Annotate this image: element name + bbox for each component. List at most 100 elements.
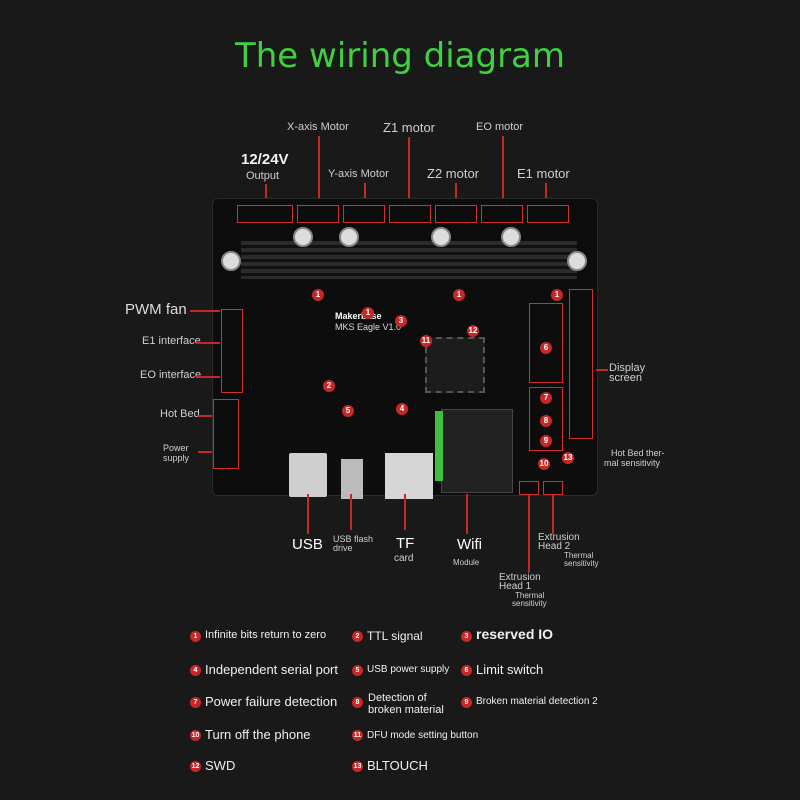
hot-bed-lead bbox=[198, 415, 212, 417]
legend-text-3: reserved IO bbox=[476, 626, 554, 642]
z2-motor-connector bbox=[435, 205, 477, 223]
ext2-thermal-connector bbox=[543, 481, 563, 495]
e0-motor-label: EO motor bbox=[476, 121, 524, 133]
legend-num-5: 5 bbox=[352, 665, 363, 676]
e0-motor-connector bbox=[481, 205, 523, 223]
y-motor-label: Y-axis Motor bbox=[328, 168, 389, 180]
e1-motor-label: E1 motor bbox=[517, 166, 570, 181]
marker-13: 13 bbox=[562, 452, 574, 464]
marker-4: 4 bbox=[396, 403, 408, 415]
marker-6: 6 bbox=[540, 342, 552, 354]
e1-motor-lead bbox=[545, 183, 547, 206]
pwm-fan-label: PWM fan bbox=[125, 301, 187, 318]
wifi-module bbox=[441, 409, 513, 493]
marker-1: 1 bbox=[551, 289, 563, 301]
z2-motor-label: Z2 motor bbox=[427, 166, 480, 181]
legend-num-13: 13 bbox=[352, 761, 363, 772]
ext2-label-3: Thermal bbox=[564, 551, 594, 560]
wifi-label: Wifi bbox=[457, 536, 482, 553]
wifi-module-label: Module bbox=[453, 558, 480, 567]
pwm-fan-lead bbox=[190, 310, 220, 312]
ext1-label-3: Thermal bbox=[515, 591, 545, 600]
display-connector bbox=[569, 289, 593, 439]
hotbed-thermal-label-2: mal sensitivity bbox=[604, 458, 661, 468]
usb-lead bbox=[307, 494, 309, 534]
legend-text-10: Turn off the phone bbox=[205, 727, 311, 742]
marker-2: 2 bbox=[323, 380, 335, 392]
wifi-lead bbox=[466, 494, 468, 534]
output-lead bbox=[265, 184, 267, 206]
capacitor bbox=[293, 227, 313, 247]
tf-lead bbox=[404, 494, 406, 530]
e0-interface-lead bbox=[196, 376, 220, 378]
legend-text-1: Infinite bits return to zero bbox=[205, 629, 327, 641]
e0-interface-label: EO interface bbox=[140, 369, 202, 381]
legend-text-12: SWD bbox=[205, 758, 236, 773]
usb-port bbox=[289, 453, 327, 497]
power-supply-label-1: Power bbox=[163, 443, 189, 453]
ext1-label-4: sensitivity bbox=[512, 599, 547, 608]
ext2-label-1: Extrusion bbox=[538, 532, 580, 543]
hot-bed-label: Hot Bed bbox=[160, 408, 200, 420]
e1-interface-label: E1 interface bbox=[142, 335, 201, 347]
heatsink bbox=[241, 241, 577, 279]
x-motor-lead bbox=[318, 136, 320, 206]
capacitor bbox=[501, 227, 521, 247]
legend-num-9: 9 bbox=[461, 697, 472, 708]
z2-motor-lead bbox=[455, 183, 457, 206]
ext1-label-1: Extrusion bbox=[499, 572, 541, 583]
detection-connectors bbox=[529, 387, 563, 451]
capacitor bbox=[339, 227, 359, 247]
marker-1: 1 bbox=[312, 289, 324, 301]
capacitor bbox=[567, 251, 587, 271]
limit-switch-connectors bbox=[529, 303, 563, 383]
diagram-title: The wiring diagram bbox=[234, 36, 566, 76]
legend-num-6: 6 bbox=[461, 665, 472, 676]
y-motor-connector bbox=[343, 205, 385, 223]
legend-text-5: USB power supply bbox=[367, 664, 450, 675]
mcu-chip bbox=[425, 337, 485, 393]
usb-flash-switch bbox=[341, 459, 363, 499]
legend-text-4: Independent serial port bbox=[205, 662, 338, 677]
tf-slot bbox=[385, 453, 433, 499]
x-motor-connector bbox=[297, 205, 339, 223]
y-motor-lead bbox=[364, 183, 366, 206]
e0-motor-lead bbox=[502, 136, 504, 206]
legend-num-4: 4 bbox=[190, 665, 201, 676]
marker-11: 11 bbox=[420, 335, 432, 347]
e1-interface-lead bbox=[196, 342, 220, 344]
x-motor-label: X-axis Motor bbox=[287, 121, 349, 133]
z1-motor-label: Z1 motor bbox=[383, 120, 436, 135]
legend-num-8: 8 bbox=[352, 697, 363, 708]
legend-num-3: 3 bbox=[461, 631, 472, 642]
usb-flash-label-1: USB flash bbox=[333, 534, 374, 544]
ext2-label-2: Head 2 bbox=[538, 541, 571, 552]
interface-terminals bbox=[221, 309, 243, 393]
marker-1: 1 bbox=[453, 289, 465, 301]
legend-text-9: Broken material detection 2 bbox=[476, 696, 598, 707]
marker-1: 1 bbox=[362, 307, 374, 319]
marker-8: 8 bbox=[540, 415, 552, 427]
output-voltage-label: 12/24V bbox=[241, 151, 289, 168]
usb-flash-label-2: drive bbox=[333, 543, 353, 553]
legend-num-11: 11 bbox=[352, 730, 363, 741]
display-label-1: Display bbox=[609, 362, 646, 374]
board-brand: Makerbase bbox=[335, 311, 382, 321]
ext1-lead bbox=[528, 494, 530, 572]
marker-12: 12 bbox=[467, 325, 479, 337]
display-label-2: screen bbox=[609, 372, 643, 384]
legend-text-7: Power failure detection bbox=[205, 694, 338, 709]
green-header bbox=[435, 411, 443, 481]
legend-num-10: 10 bbox=[190, 730, 201, 741]
legend-text-11: DFU mode setting button bbox=[367, 730, 479, 741]
usb-label: USB bbox=[292, 536, 323, 553]
board-model: MKS Eagle V1.0 bbox=[335, 322, 402, 332]
ext2-label-4: sensitivity bbox=[564, 559, 599, 568]
marker-5: 5 bbox=[342, 405, 354, 417]
usb-flash-lead bbox=[350, 494, 352, 530]
ext1-label-2: Head 1 bbox=[499, 581, 532, 592]
ext1-thermal-connector bbox=[519, 481, 539, 495]
legend-num-1: 1 bbox=[190, 631, 201, 642]
legend-text-13: BLTOUCH bbox=[367, 758, 428, 773]
hotbed-thermal-label-1: Hot Bed ther- bbox=[611, 448, 665, 458]
